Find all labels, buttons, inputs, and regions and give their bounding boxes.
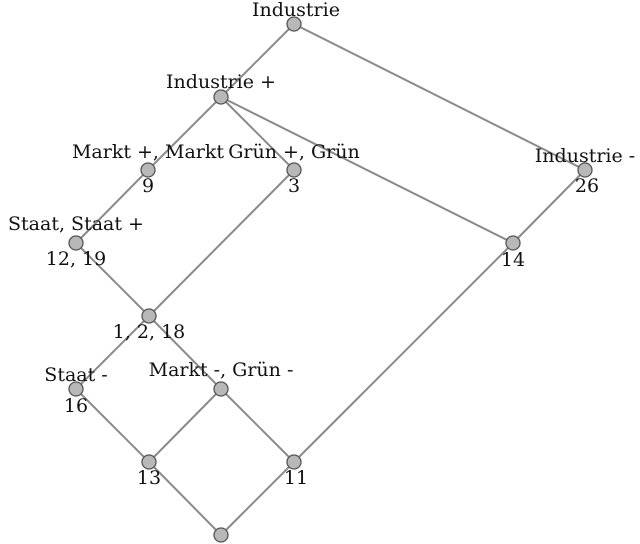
node-n_industrie[interactable] [286,16,302,32]
object-label-n_staat_minus: 16 [64,395,88,417]
node-n_staat[interactable] [68,235,84,251]
node-n_gruen[interactable] [286,162,302,178]
edge-n_markt_gruen_minus-n_13 [148,388,222,463]
edge-n_14-n_11 [293,242,514,463]
edge-n_markt-n_staat [75,169,149,244]
edge-n_staat_minus-n_13 [75,388,150,463]
attribute-label-n_staat: Staat, Staat + [8,213,144,235]
lattice-nodes [68,16,593,543]
edge-n_mid-n_markt_gruen_minus [148,315,222,390]
attribute-label-n_markt: Markt +, Markt [72,141,224,163]
attribute-label-n_industrie_plus: Industrie + [166,71,276,93]
attribute-label-n_industrie: Industrie [252,0,340,21]
edge-n_11-n_bottom [220,461,295,536]
node-n_staat_minus[interactable] [68,381,84,397]
attribute-label-n_gruen: Grün +, Grün [228,141,360,163]
attribute-label-n_staat_minus: Staat - [44,364,107,386]
object-label-n_mid: 1, 2, 18 [113,321,186,343]
edge-n_gruen-n_mid [148,169,295,317]
node-n_mid[interactable] [141,308,157,324]
node-n_industrie_plus[interactable] [213,89,229,105]
edge-n_industrie_plus-n_markt [147,96,222,171]
node-n_13[interactable] [141,454,157,470]
edge-n_industrie_plus-n_14 [220,96,514,244]
node-n_14[interactable] [505,235,521,251]
edge-n_industrie_plus-n_gruen [220,96,295,171]
edge-n_13-n_bottom [148,461,222,536]
attribute-label-n_industrie_minus: Industrie - [535,145,635,167]
attribute-label-n_markt_gruen_minus: Markt -, Grün - [149,359,294,381]
node-n_11[interactable] [286,454,302,470]
edge-n_industrie-n_industrie_minus [293,23,586,171]
edge-n_industrie-n_industrie_plus [220,23,295,98]
node-n_markt_gruen_minus[interactable] [213,381,229,397]
edge-n_mid-n_staat_minus [75,315,150,390]
node-n_bottom[interactable] [213,527,229,543]
object-label-n_13: 13 [137,467,161,489]
edge-n_markt_gruen_minus-n_11 [220,388,295,463]
lattice-edges [75,23,586,536]
object-label-n_gruen: 3 [288,175,300,197]
object-label-n_11: 11 [284,467,308,489]
object-label-n_industrie_minus: 26 [575,175,599,197]
object-label-n_markt: 9 [142,175,154,197]
edge-n_industrie_minus-n_14 [512,169,586,244]
node-n_markt[interactable] [140,162,156,178]
node-n_industrie_minus[interactable] [577,162,593,178]
object-label-n_14: 14 [501,249,525,271]
object-label-n_staat: 12, 19 [46,248,106,270]
edge-n_staat-n_mid [75,242,150,317]
